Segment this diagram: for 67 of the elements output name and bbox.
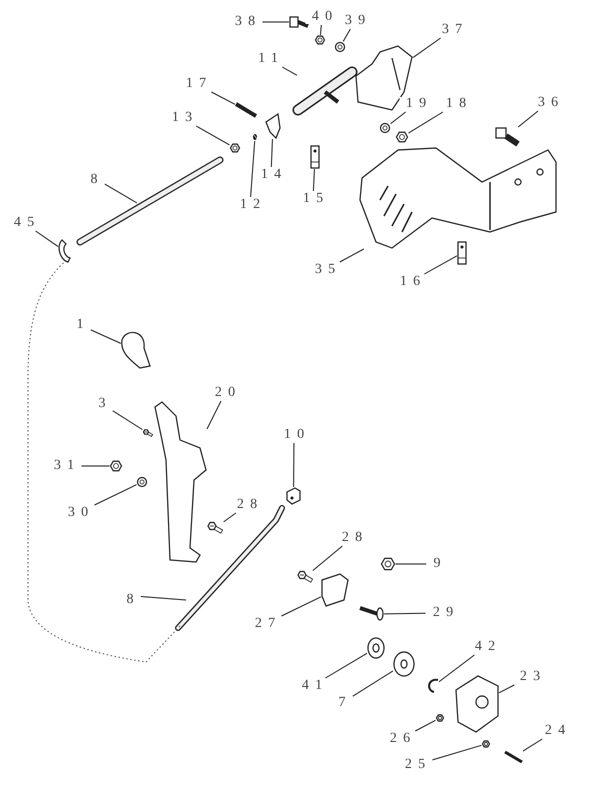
nut	[436, 714, 444, 722]
leader-line	[280, 596, 322, 616]
control-cable	[76, 156, 224, 246]
dotted-line	[28, 262, 180, 662]
leader-line	[206, 400, 222, 430]
leader-line	[390, 112, 406, 124]
bolt	[504, 750, 523, 764]
leader-line	[320, 24, 322, 36]
nut	[230, 144, 240, 152]
washer	[393, 651, 415, 677]
hex-bolt	[289, 16, 309, 28]
leader-line	[324, 652, 368, 678]
leader-line	[342, 28, 351, 42]
screw	[142, 429, 154, 438]
screw	[297, 570, 314, 583]
knob	[121, 332, 151, 369]
leader-line	[90, 329, 122, 344]
leader-line	[424, 255, 458, 274]
leader-line	[210, 92, 236, 105]
cable-clip	[286, 487, 301, 505]
spacer-block	[310, 145, 320, 169]
leader-line	[518, 110, 539, 128]
cable-bracket	[321, 573, 349, 607]
leader-line	[94, 484, 137, 506]
leader-line	[498, 684, 515, 694]
pin	[253, 134, 258, 140]
leader-line	[282, 66, 298, 76]
lever-bracket	[154, 401, 207, 563]
leader-line	[312, 168, 315, 192]
leader-line	[293, 442, 294, 488]
clip	[58, 239, 71, 263]
washer	[334, 42, 346, 52]
nut	[482, 740, 490, 748]
washer	[367, 637, 385, 659]
leader-line	[432, 744, 482, 760]
pivot-housing	[455, 675, 499, 733]
leader-line	[270, 138, 273, 168]
leader-line	[384, 612, 426, 614]
leader-line	[414, 720, 436, 732]
leader-line	[104, 184, 138, 204]
leader-line	[522, 738, 543, 752]
leader-line	[408, 112, 444, 134]
clevis-pin	[359, 606, 384, 621]
leader-line	[223, 512, 236, 522]
leader-line	[352, 670, 394, 697]
leader-line	[35, 230, 59, 248]
clip	[265, 112, 281, 140]
spacer-block	[457, 241, 467, 265]
nut	[396, 132, 408, 142]
washer	[136, 476, 148, 488]
leader-line	[312, 546, 343, 572]
nut	[380, 558, 396, 570]
nut	[110, 460, 122, 472]
pivot-pin	[292, 66, 358, 116]
leader-line	[140, 596, 186, 600]
leader-line	[112, 410, 143, 430]
leader-line	[250, 140, 256, 198]
footrest-plate	[359, 147, 557, 249]
leader-line	[438, 654, 475, 682]
retaining-clip	[428, 678, 438, 693]
washer	[380, 122, 390, 134]
leader-line	[339, 248, 364, 262]
nut	[314, 36, 326, 44]
leader-line	[412, 38, 442, 58]
hex-bolt	[495, 127, 520, 146]
leader-line	[196, 126, 230, 146]
bolt	[234, 102, 258, 118]
